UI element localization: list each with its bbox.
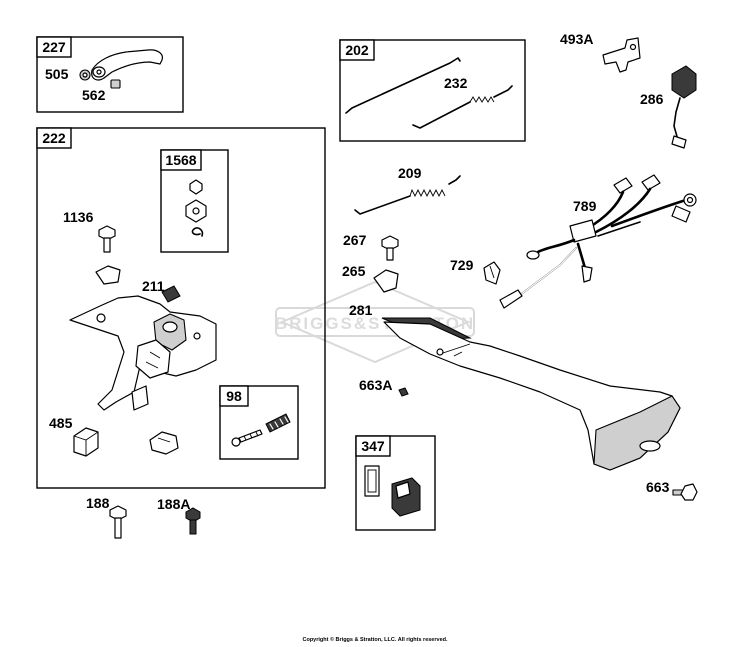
part-485[interactable] [73, 427, 99, 457]
callout-232: 232 [444, 75, 468, 91]
bolt-188[interactable] [109, 505, 127, 539]
group-label-98: 98 [226, 388, 242, 404]
callout-211: 211 [142, 278, 165, 294]
group-1568[interactable]: 1568 [160, 149, 229, 253]
bushing-562[interactable] [110, 79, 121, 89]
callout-265: 265 [342, 263, 366, 279]
tank-281[interactable] [381, 317, 681, 471]
callout-789: 789 [573, 198, 597, 214]
group-label-1568: 1568 [165, 152, 196, 168]
group-label-347: 347 [361, 438, 385, 454]
group-347[interactable]: 347 [355, 435, 436, 531]
bracket-clip[interactable] [149, 431, 179, 455]
screw-1136[interactable] [98, 225, 116, 253]
callout-188: 188 [86, 495, 110, 511]
callout-562: 562 [82, 87, 106, 103]
nut-505[interactable] [79, 69, 91, 81]
fastener-set-1568[interactable] [185, 179, 207, 237]
callout-1136: 1136 [63, 209, 94, 225]
callout-188A: 188A [157, 496, 190, 512]
callout-281: 281 [349, 302, 373, 318]
governor-spring-232[interactable] [412, 85, 513, 129]
switch-347[interactable] [364, 465, 421, 517]
screw-267[interactable] [381, 235, 399, 261]
group-202[interactable]: 202 [339, 39, 526, 142]
group-222[interactable]: 222 [36, 127, 326, 489]
bolt-188A[interactable] [185, 507, 201, 535]
clip-211[interactable] [161, 285, 181, 303]
callout-663A: 663A [359, 377, 392, 393]
screw-and-spring-98[interactable] [231, 413, 291, 447]
callout-505: 505 [45, 66, 69, 82]
copyright-notice: Copyright © Briggs & Stratton, LLC. All … [302, 636, 448, 643]
throttle-lever[interactable] [91, 49, 163, 81]
callout-485: 485 [49, 415, 73, 431]
callout-663: 663 [646, 479, 670, 495]
wire-harness-789[interactable] [499, 174, 697, 309]
group-label-202: 202 [345, 42, 369, 58]
callout-493A: 493A [560, 31, 593, 47]
callout-267: 267 [343, 232, 367, 248]
group-label-222: 222 [42, 130, 66, 146]
bolt-663[interactable] [672, 483, 698, 501]
group-98[interactable]: 98 [219, 385, 299, 460]
spring-209[interactable] [354, 175, 461, 215]
screw-663A[interactable] [398, 387, 409, 397]
callout-286: 286 [640, 91, 664, 107]
callout-729: 729 [450, 257, 474, 273]
control-bracket[interactable] [69, 265, 217, 411]
group-label-227: 227 [42, 39, 66, 55]
clip-729[interactable] [483, 261, 501, 285]
bracket-493A[interactable] [602, 37, 641, 73]
clip-265[interactable] [373, 269, 399, 293]
callout-209: 209 [398, 165, 422, 181]
group-227[interactable]: 227 [36, 36, 184, 113]
governor-link-rod[interactable] [345, 57, 461, 114]
sensor-286[interactable] [671, 65, 697, 149]
